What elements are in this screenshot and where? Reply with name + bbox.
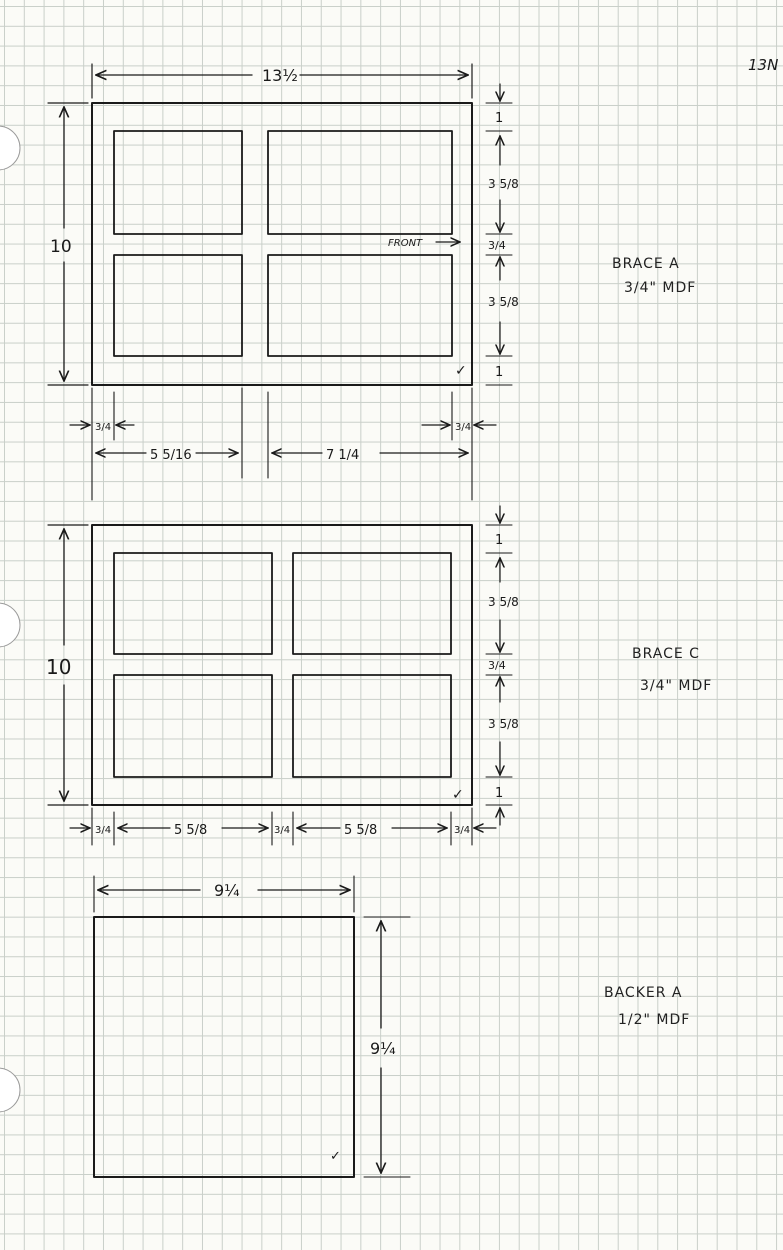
- brace-c-height-label: 10: [46, 655, 71, 679]
- brace-a-name: BRACE A: [612, 256, 680, 272]
- dim-label: 5 5/16: [150, 448, 192, 463]
- backer-a-height-label: 9¼: [370, 1039, 396, 1058]
- dim-label: 3/4: [488, 239, 506, 252]
- brace-a-pane: [113, 254, 243, 357]
- binder-hole-top: [0, 125, 21, 171]
- brace-a-width-label: 13½: [262, 66, 298, 85]
- brace-a-drawing: ✓ FRONT 13½ 10 1 3 5/8: [47, 63, 696, 501]
- dim-label: 7 1/4: [326, 448, 359, 463]
- brace-c-name: BRACE C: [632, 646, 700, 662]
- backer-a-drawing: ✓ 9¼ 9¼ BACKER A 1/2" MDF: [93, 875, 690, 1178]
- brace-a-corner-mark: ✓: [455, 363, 467, 379]
- brace-c-pane: [113, 552, 273, 655]
- dim-label: 3 5/8: [488, 295, 519, 309]
- backer-a-name: BACKER A: [604, 985, 683, 1001]
- dim-label: 1: [495, 786, 503, 801]
- dim-label: 3 5/8: [488, 595, 519, 609]
- dim-label: 3/4: [95, 825, 111, 836]
- dim-label: 3/4: [488, 659, 506, 672]
- backer-a-corner-mark: ✓: [330, 1149, 341, 1164]
- dim-label: 5 5/8: [174, 823, 207, 838]
- brace-a-vertical-dimension-chain: 1 3 5/8 3/4 3 5/8 1: [485, 83, 519, 386]
- dim-label: 1: [495, 533, 503, 548]
- page-id: 13N: [748, 56, 778, 74]
- brace-c-material: 3/4" MDF: [640, 678, 712, 694]
- backer-a-material: 1/2" MDF: [618, 1012, 690, 1028]
- brace-a-material: 3/4" MDF: [624, 280, 696, 296]
- brace-c-drawing: ✓ 10 1 3 5/8 3/4 3 5/8 1: [46, 505, 712, 846]
- brace-a-pane: [113, 130, 243, 235]
- brace-c-horizontal-dimension-chain: 3/4 5 5/8 3/4 5 5/8 3/4: [69, 807, 497, 846]
- dim-label: 5 5/8: [344, 823, 377, 838]
- brace-a-height-label: 10: [50, 237, 72, 257]
- dim-label: 1: [495, 111, 503, 126]
- dim-label: 1: [495, 365, 503, 380]
- brace-c-pane: [292, 674, 452, 778]
- brace-a-horizontal-dimension-chain: 3/4 3/4 5 5/16 7 1/4: [69, 387, 497, 501]
- brace-a-front-note: FRONT: [388, 238, 423, 249]
- brace-a-outline: [91, 102, 473, 386]
- brace-c-corner-mark: ✓: [452, 787, 464, 803]
- brace-a-pane: [267, 130, 453, 235]
- brace-c-pane: [113, 674, 273, 778]
- brace-c-vertical-dimension-chain: 1 3 5/8 3/4 3 5/8 1: [485, 505, 519, 826]
- dim-label: 3/4: [455, 422, 471, 433]
- backer-a-outline: [93, 916, 355, 1178]
- binder-hole-bottom: [0, 1067, 21, 1113]
- brace-c-outline: [91, 524, 473, 806]
- brace-c-pane: [292, 552, 452, 655]
- brace-a-pane: [267, 254, 453, 357]
- dim-label: 3/4: [95, 422, 111, 433]
- dim-label: 3 5/8: [488, 717, 519, 731]
- binder-hole-middle: [0, 602, 21, 648]
- dim-label: 3 5/8: [488, 177, 519, 191]
- dim-label: 3/4: [274, 825, 290, 836]
- dim-label: 3/4: [454, 825, 470, 836]
- backer-a-width-label: 9¼: [214, 881, 240, 900]
